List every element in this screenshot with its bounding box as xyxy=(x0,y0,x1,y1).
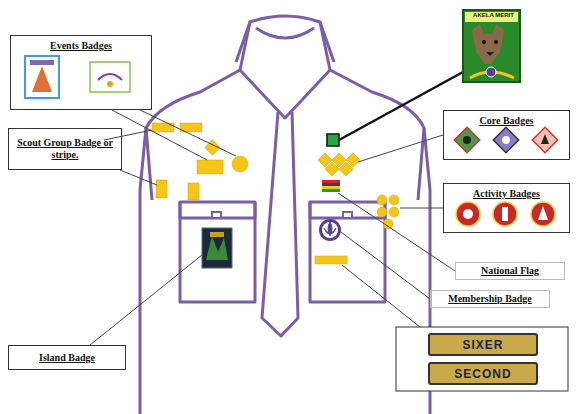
group-callout: Scout Group Badge or stripe. xyxy=(8,128,122,170)
rank-tab: SECOND xyxy=(428,362,538,385)
activity-callout: Activity Badges xyxy=(443,183,570,233)
events-callout: Events Badges xyxy=(10,35,152,110)
flag-label: National Flag xyxy=(455,262,565,280)
membership-label: Membership Badge xyxy=(430,290,550,308)
badge-heading: AKELA MERIT xyxy=(463,11,524,19)
badge-heading: Membership Badge xyxy=(445,293,535,305)
badge-heading: Core Badges xyxy=(444,115,569,127)
rank-tab: SIXER xyxy=(428,333,538,356)
badge-heading: Island Badge xyxy=(36,352,98,364)
badge-heading: Events Badges xyxy=(11,40,151,52)
merit-badge: AKELA MERIT xyxy=(463,10,524,22)
island-callout: Island Badge xyxy=(8,345,126,370)
core-callout: Core Badges xyxy=(443,110,570,160)
badge-heading: National Flag xyxy=(478,265,542,277)
rank-text: SECOND xyxy=(451,367,514,381)
rank-text: SIXER xyxy=(459,338,506,352)
badge-heading: Activity Badges xyxy=(444,188,569,200)
badge-heading: Scout Group Badge or stripe. xyxy=(9,137,121,161)
